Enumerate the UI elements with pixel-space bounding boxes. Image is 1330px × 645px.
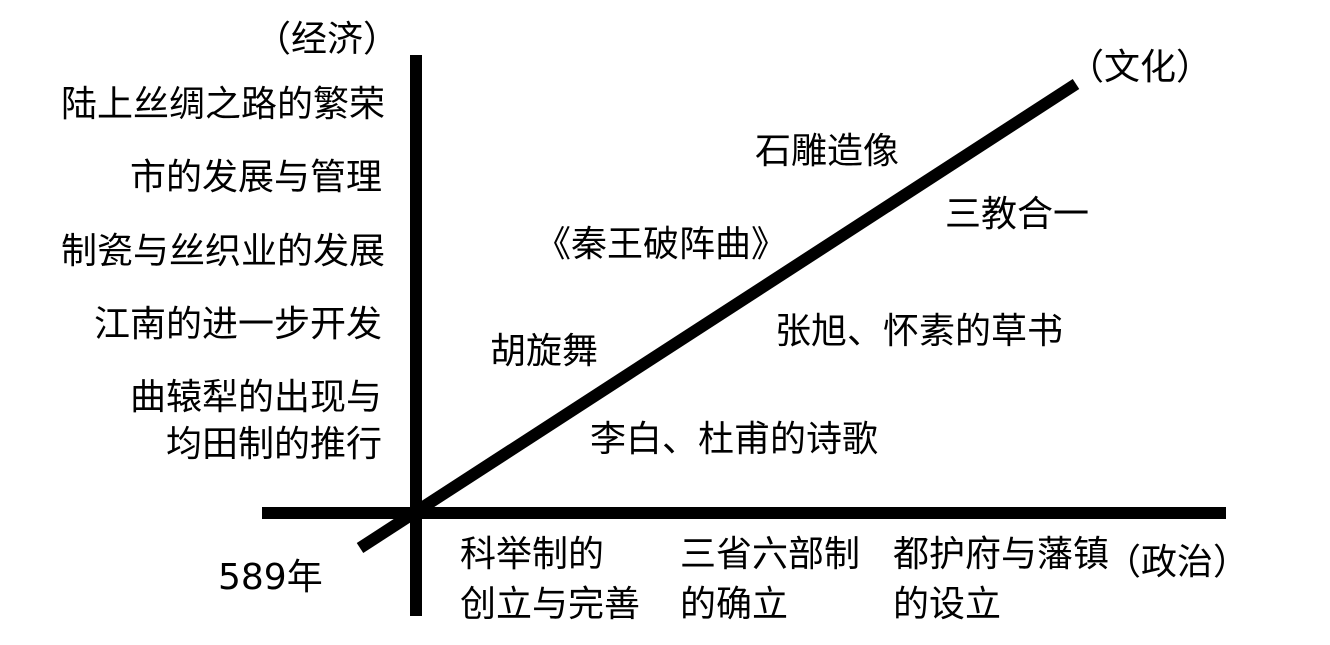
culture-item-calligraphy: 张旭、怀素的草书 [775, 311, 1064, 352]
culture-item-huxuan-dance: 胡旋舞 [490, 331, 599, 372]
culture-item-three-teachings: 三教合一 [945, 194, 1090, 235]
culture-axis-label: （文化） [1068, 47, 1213, 88]
culture-item-qin-wang: 《秦王破阵曲》 [535, 224, 788, 265]
economy-item: 陆上丝绸之路的繁荣 [60, 84, 385, 125]
politics-axis-label: （政治） [1105, 542, 1250, 583]
politics-item: 的确立 [680, 584, 789, 625]
politics-item: 都护府与藩镇 [893, 534, 1110, 575]
economy-item: 曲辕犁的出现与 [129, 377, 382, 418]
economy-axis-label: （经济） [255, 19, 400, 60]
culture-item-stone-carving: 石雕造像 [755, 131, 900, 172]
politics-item: 三省六部制 [680, 534, 861, 575]
economy-item: 制瓷与丝织业的发展 [60, 231, 385, 272]
economy-item: 均田制的推行 [165, 424, 382, 465]
economy-item: 江南的进一步开发 [93, 304, 382, 345]
politics-item: 创立与完善 [460, 584, 641, 625]
culture-axis [356, 78, 1080, 554]
culture-item-poetry: 李白、杜甫的诗歌 [590, 419, 879, 460]
politics-item: 科举制的 [460, 534, 605, 575]
politics-item: 的设立 [893, 584, 1002, 625]
origin-year-label: 589年 [218, 557, 323, 598]
economy-item: 市的发展与管理 [129, 157, 382, 198]
